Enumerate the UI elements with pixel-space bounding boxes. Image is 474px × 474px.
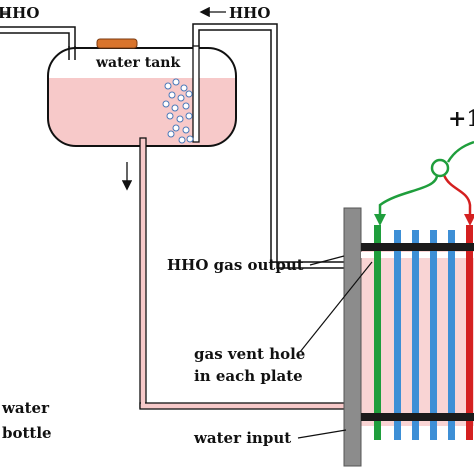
bolt-bottom (361, 413, 474, 421)
wire-red (442, 174, 472, 220)
leader-gas-vent (299, 261, 373, 353)
terminal-ring-icon (430, 158, 450, 178)
plate-red (466, 225, 473, 440)
bolt-top (361, 243, 474, 251)
plate-blue-2 (412, 230, 419, 440)
wire-green (378, 174, 439, 220)
water-bottle-label-line2: bottle (2, 424, 52, 442)
hho-label-top-right: HHO (229, 4, 270, 22)
plate-green (374, 225, 381, 440)
outlet-pipe-right (192, 23, 348, 269)
water-input-label: water input (193, 429, 291, 447)
hho-label-top-left: HHO (0, 4, 39, 22)
tank-dip-tube (192, 45, 200, 143)
water-tank-label: water tank (95, 55, 180, 71)
water-tank (47, 38, 237, 147)
voltage-label: +1 (448, 106, 474, 132)
tank-water (48, 78, 236, 146)
plate-blue-1 (394, 230, 401, 440)
leader-water-input (297, 429, 347, 439)
hho-gas-output-label: HHO gas output (167, 256, 304, 274)
tank-cap (96, 38, 138, 49)
wiring (374, 140, 474, 226)
end-plate-wall (343, 207, 362, 467)
gas-vent-label-line1: gas vent hole (194, 345, 305, 363)
leader-gas-output (309, 255, 345, 266)
gas-bubbles (162, 78, 194, 144)
gas-vent-label-line2: in each plate (194, 367, 303, 385)
water-bottle-label-line1: water (1, 399, 50, 417)
electrolysis-cell (343, 207, 474, 467)
plate-blue-3 (430, 230, 437, 440)
plate-blue-4 (448, 230, 455, 440)
cell-electrolyte (348, 250, 474, 426)
